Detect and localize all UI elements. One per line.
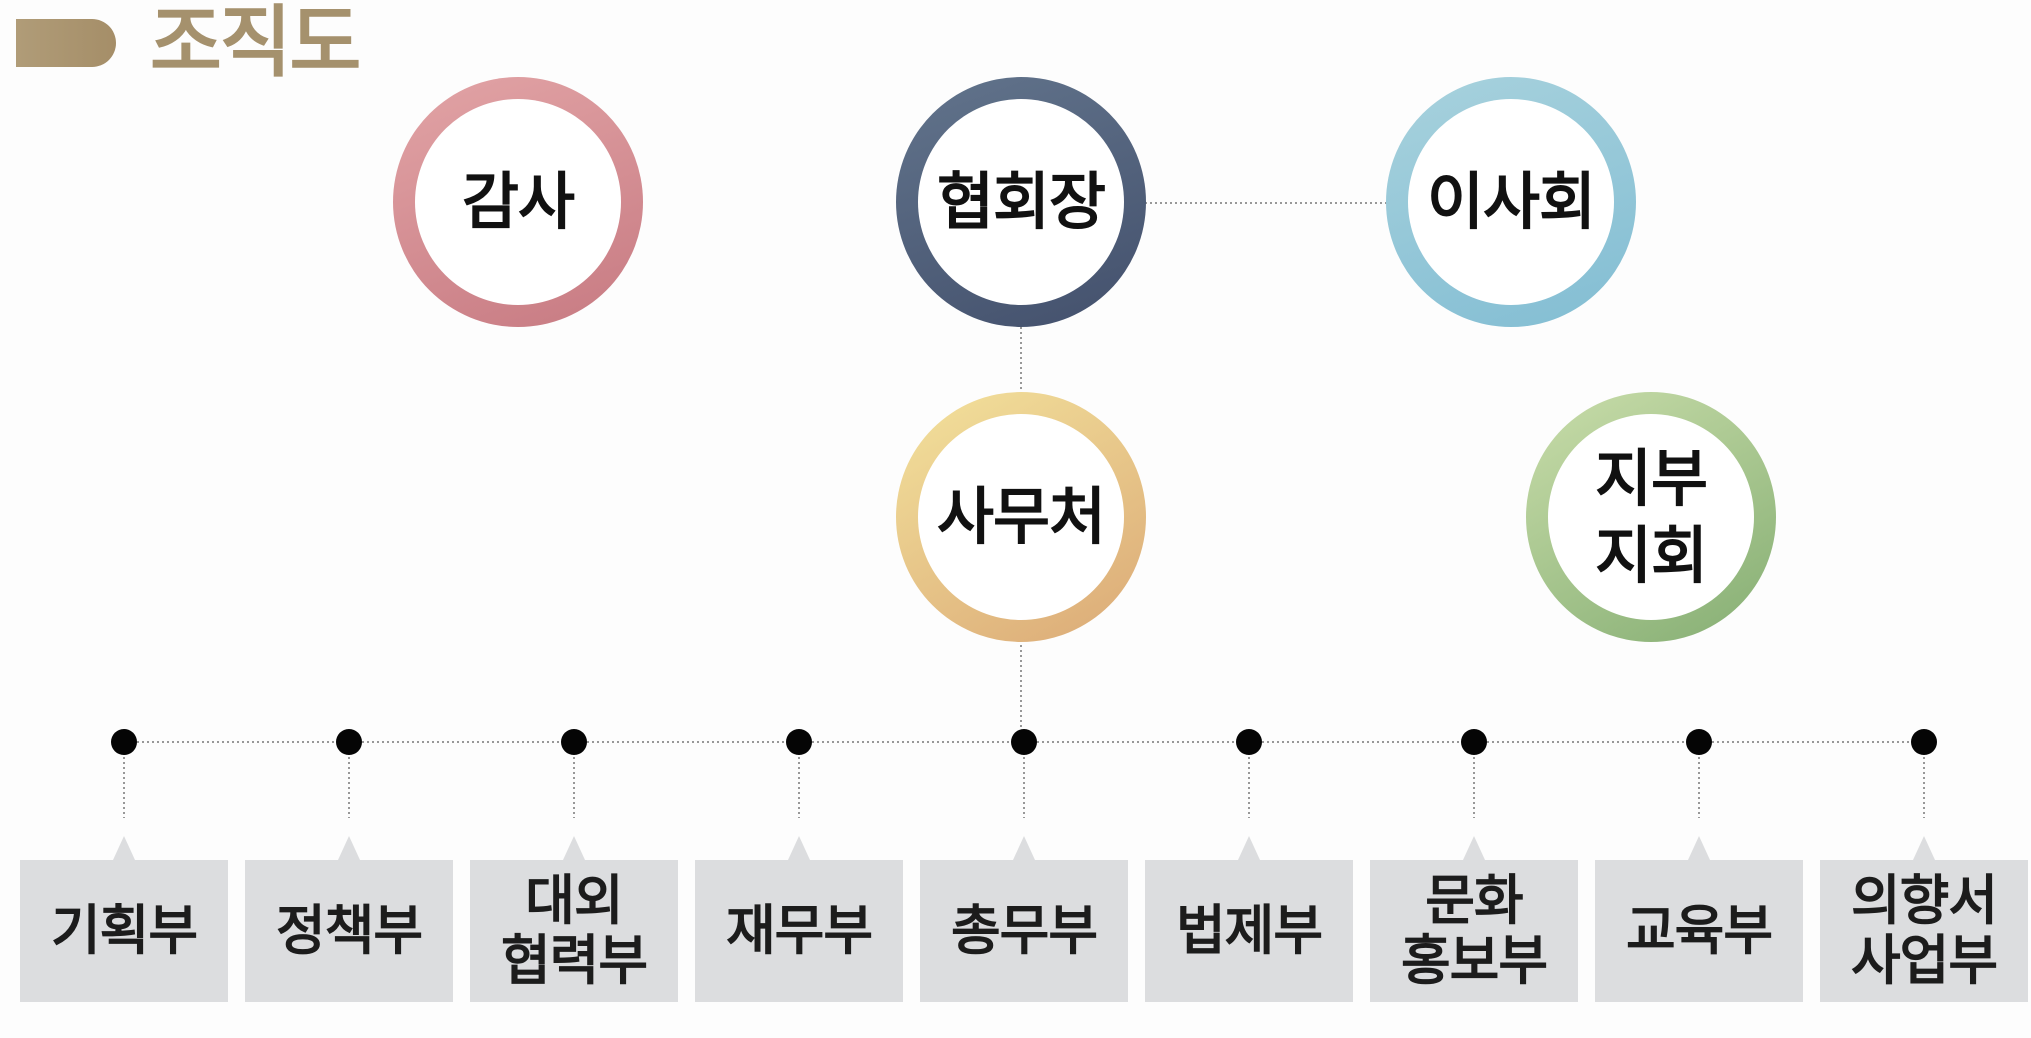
node-president-label: 협회장 xyxy=(936,165,1106,239)
department-box: 총무부 xyxy=(920,836,1128,1002)
department-junction-dot xyxy=(1461,729,1487,755)
department-junction-dot xyxy=(111,729,137,755)
department-label: 재무부 xyxy=(725,898,873,962)
department-drop-lines xyxy=(123,742,1925,818)
department-box: 기획부 xyxy=(20,836,228,1002)
node-board-inner: 이사회 xyxy=(1408,99,1614,305)
node-secretariat: 사무처 xyxy=(896,392,1146,642)
node-audit: 감사 xyxy=(393,77,643,327)
node-secretariat-inner: 사무처 xyxy=(918,414,1124,620)
department-label: 의향서 사업부 xyxy=(1850,868,1998,992)
node-audit-label: 감사 xyxy=(461,165,575,239)
node-board: 이사회 xyxy=(1386,77,1636,327)
department-junction-dot xyxy=(786,729,812,755)
department-junction-dot xyxy=(1911,729,1937,755)
department-box: 법제부 xyxy=(1145,836,1353,1002)
department-box: 문화 홍보부 xyxy=(1370,836,1578,1002)
node-branch: 지부 지회 xyxy=(1526,392,1776,642)
department-label: 정책부 xyxy=(275,898,423,962)
department-box: 재무부 xyxy=(695,836,903,1002)
department-label: 대외 협력부 xyxy=(500,868,648,992)
department-junction-dot xyxy=(1011,729,1037,755)
department-junction-dots xyxy=(111,729,1937,755)
node-branch-inner: 지부 지회 xyxy=(1548,414,1754,620)
department-junction-dot xyxy=(1236,729,1262,755)
department-box: 교육부 xyxy=(1595,836,1803,1002)
department-box: 대외 협력부 xyxy=(470,836,678,1002)
department-box: 정책부 xyxy=(245,836,453,1002)
page-header: 조직도 xyxy=(16,0,361,88)
node-secretariat-label: 사무처 xyxy=(936,480,1106,554)
department-junction-dot xyxy=(561,729,587,755)
node-president-inner: 협회장 xyxy=(918,99,1124,305)
department-label: 총무부 xyxy=(950,898,1098,962)
department-box: 의향서 사업부 xyxy=(1820,836,2028,1002)
department-label: 법제부 xyxy=(1175,898,1323,962)
node-board-label: 이사회 xyxy=(1426,165,1596,239)
page-title: 조직도 xyxy=(150,0,361,88)
department-junction-dot xyxy=(336,729,362,755)
department-label: 문화 홍보부 xyxy=(1400,868,1548,992)
node-branch-label: 지부 지회 xyxy=(1594,441,1708,593)
node-president: 협회장 xyxy=(896,77,1146,327)
title-pill-marker xyxy=(16,19,116,67)
department-label: 기획부 xyxy=(50,898,198,962)
department-junction-dot xyxy=(1686,729,1712,755)
department-label: 교육부 xyxy=(1625,898,1773,962)
node-audit-inner: 감사 xyxy=(415,99,621,305)
